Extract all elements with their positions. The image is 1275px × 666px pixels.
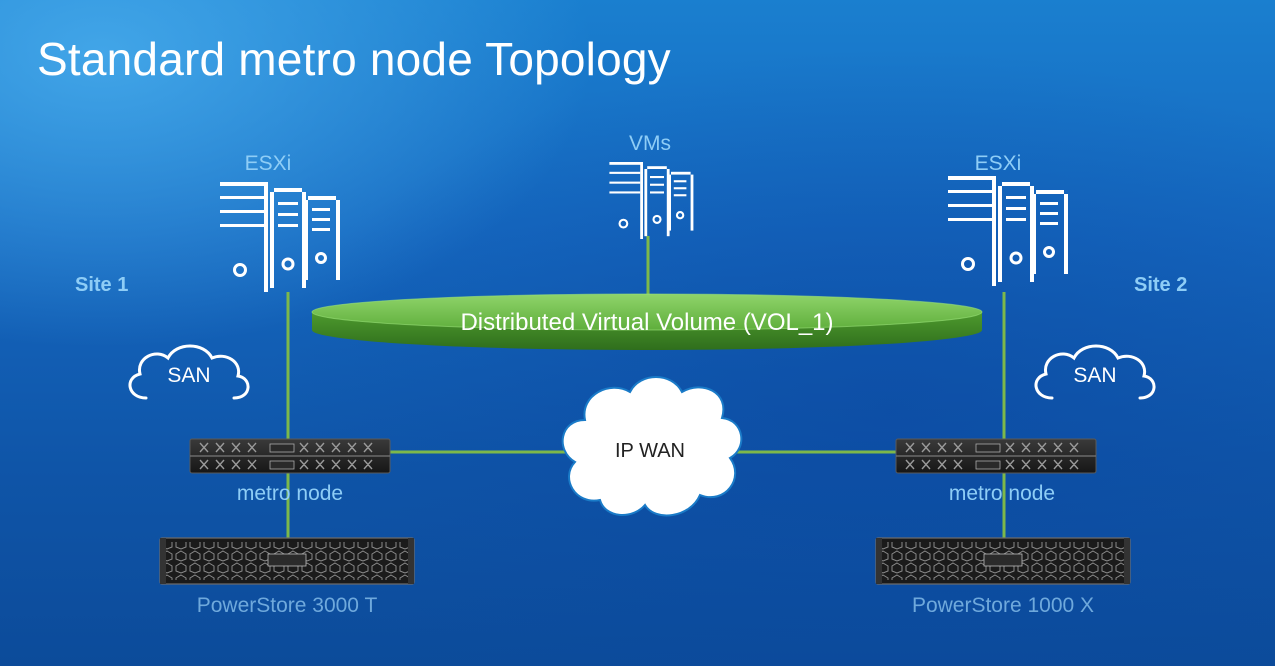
- storage-left-label: PowerStore 3000 T: [196, 594, 378, 617]
- storage-right-label: PowerStore 1000 X: [911, 594, 1095, 617]
- vms-label: VMs: [629, 132, 671, 155]
- cloud-icon: [561, 376, 743, 517]
- site2-label: Site 2: [1134, 274, 1188, 296]
- volume-label: Distributed Virtual Volume (VOL_1): [460, 309, 834, 336]
- ip-wan-label: IP WAN: [614, 440, 685, 462]
- metro-node-left-label: metro node: [236, 482, 344, 505]
- san-right-label: SAN: [1073, 364, 1117, 387]
- storage-array-icon: [875, 537, 1131, 585]
- page-title: Standard metro node Topology: [37, 33, 671, 85]
- esxi-right-label: ESXi: [974, 152, 1022, 175]
- connection-lines: [286, 236, 1006, 540]
- site1-label: Site 1: [75, 274, 129, 296]
- san-left-label: SAN: [167, 364, 211, 387]
- rack-server-icon: [189, 438, 391, 474]
- server-rack-icon: [218, 180, 342, 294]
- storage-array-icon: [159, 537, 415, 585]
- rack-server-icon: [895, 438, 1097, 474]
- server-rack-icon: [608, 160, 695, 241]
- metro-node-right-label: metro node: [948, 482, 1056, 505]
- server-rack-icon: [946, 174, 1070, 288]
- esxi-left-label: ESXi: [244, 152, 292, 175]
- distributed-volume-disk: [311, 293, 983, 350]
